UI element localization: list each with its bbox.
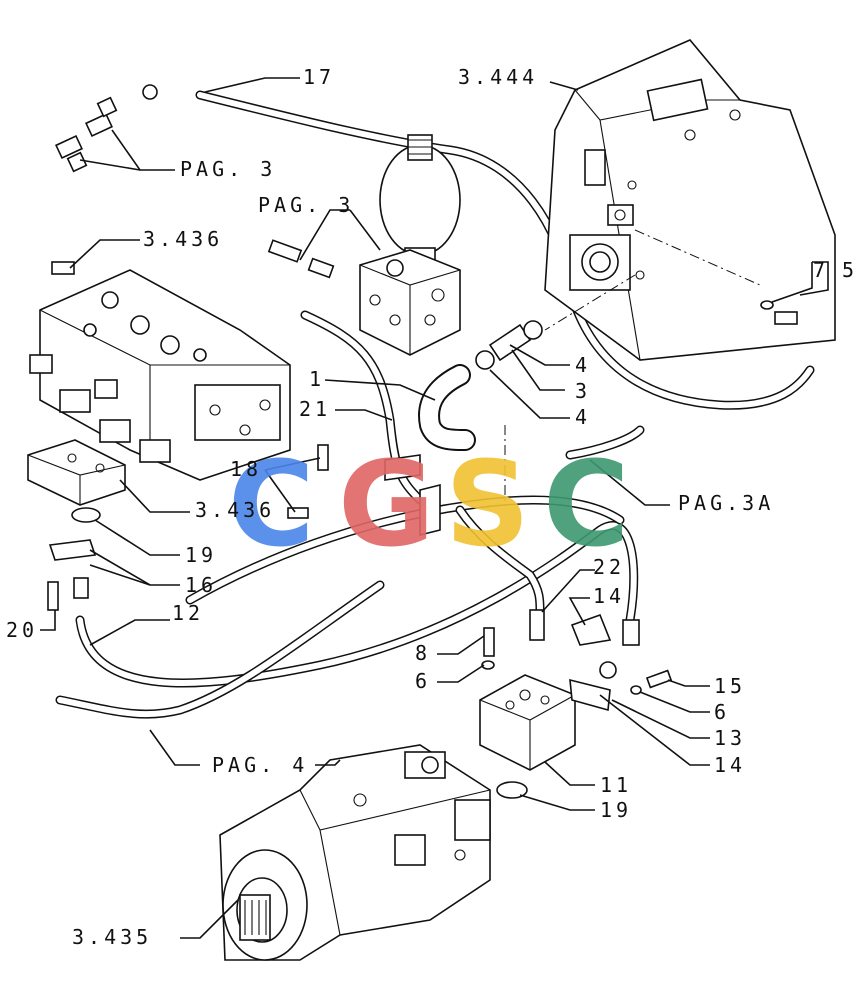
label-4a: 4 — [575, 353, 591, 377]
label-6b: 6 — [714, 700, 730, 724]
label-14b: 14 — [714, 753, 746, 777]
hose-pag3a — [565, 425, 645, 460]
parts-6-8-13-14-15 — [481, 609, 673, 712]
hose-pag4 — [55, 580, 385, 719]
watermark-logo: C G S C — [228, 435, 630, 573]
label-17: 17 — [303, 65, 335, 89]
plate-3436 — [27, 439, 126, 506]
label-11: 11 — [600, 773, 632, 797]
clamp-3-4 — [475, 320, 543, 370]
leader-lines — [40, 77, 829, 939]
label-15: 15 — [714, 674, 746, 698]
label-pag3-mid: PAG. 3 — [258, 193, 354, 217]
label-3: 3 — [575, 379, 591, 403]
fittings-pag3 — [55, 84, 335, 279]
block-11 — [479, 674, 576, 799]
fittings-7-5 — [760, 300, 798, 325]
label-16: 16 — [185, 573, 217, 597]
label-3444: 3.444 — [458, 65, 538, 89]
valve-block-pag3 — [359, 249, 461, 356]
label-3435: 3.435 — [72, 925, 152, 949]
callout-labels: 17 3.444 PAG. 3 PAG. 3 3.436 7 5 4 3 4 1… — [6, 65, 858, 949]
label-3436-top: 3.436 — [143, 227, 223, 251]
label-5: 5 — [842, 258, 858, 282]
label-pag4: PAG. 4 — [212, 753, 308, 777]
label-18: 18 — [230, 457, 262, 481]
watermark-letter-g: G — [338, 435, 435, 573]
label-20: 20 — [6, 618, 38, 642]
label-14a: 14 — [593, 584, 625, 608]
bracket — [384, 454, 441, 537]
label-pag3a: PAG.3A — [678, 491, 774, 515]
label-12: 12 — [172, 601, 204, 625]
label-4b: 4 — [575, 405, 591, 429]
watermark-letter-s: S — [445, 435, 530, 573]
hose-21 — [300, 310, 425, 505]
control-valve — [29, 261, 291, 481]
watermark-letter-c1: C — [228, 435, 315, 573]
watermark-letter-c2: C — [543, 435, 630, 573]
label-1: 1 — [309, 367, 325, 391]
pipe-1 — [418, 364, 476, 451]
hose-12 — [75, 521, 639, 688]
hydraulic-pump — [219, 744, 491, 961]
label-8: 8 — [415, 641, 431, 665]
label-19b: 19 — [600, 798, 632, 822]
hydraulic-tank — [544, 39, 836, 361]
label-6a: 6 — [415, 669, 431, 693]
bolt-18 — [287, 444, 329, 519]
hose-long-upper — [185, 495, 625, 605]
label-22: 22 — [593, 555, 625, 579]
accumulator — [379, 134, 461, 269]
label-3436-mid: 3.436 — [195, 498, 275, 522]
label-13: 13 — [714, 726, 746, 750]
hose-22 — [455, 505, 545, 615]
label-pag3-top: PAG. 3 — [180, 157, 276, 181]
label-7: 7 — [813, 258, 829, 282]
label-19a: 19 — [185, 543, 217, 567]
parts-16-19-20 — [47, 507, 101, 611]
label-21: 21 — [299, 397, 331, 421]
